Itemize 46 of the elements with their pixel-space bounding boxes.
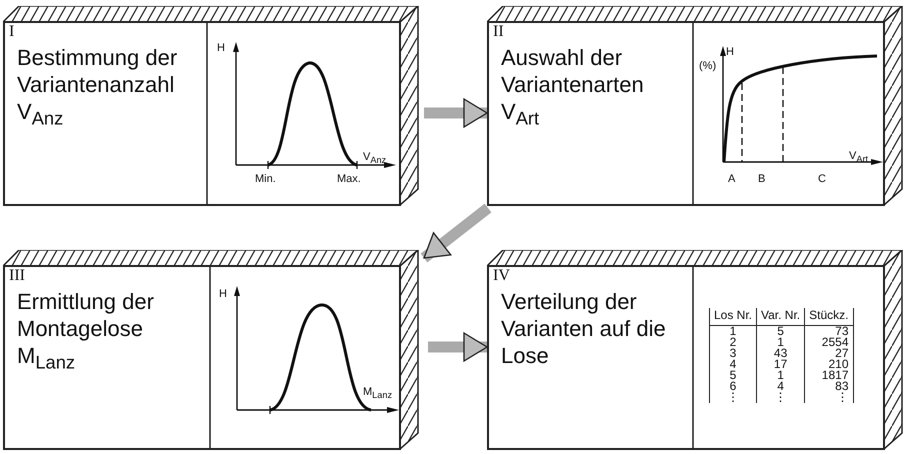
block-arrow bbox=[420, 204, 492, 262]
table-cell: ⋮ bbox=[710, 392, 757, 403]
segment-label: B bbox=[758, 173, 766, 186]
table-cell: 4 bbox=[756, 381, 805, 392]
axis-label: Max. bbox=[337, 173, 361, 186]
axis-label: H bbox=[217, 42, 225, 55]
table-cell: 83 bbox=[804, 381, 853, 392]
table-cell: 5 bbox=[710, 370, 757, 381]
table-cell: 3 bbox=[710, 348, 757, 359]
step-number: IV bbox=[493, 267, 510, 285]
step-title: Auswahl der Variantenarten V$_{Art}$ bbox=[501, 44, 645, 130]
table-cell: 1 bbox=[756, 370, 805, 381]
table-cell: 1817 bbox=[804, 370, 853, 381]
table-cell: 43 bbox=[756, 348, 805, 359]
step-title: Ermittlung der Montagelose M$_{Lanz}$ bbox=[17, 288, 155, 374]
column-header: Los Nr. bbox=[710, 308, 757, 326]
step-title: Verteilung der Varianten auf die Lose bbox=[501, 288, 667, 369]
table-cell: 2554 bbox=[804, 337, 853, 348]
table-cell: 1 bbox=[710, 326, 757, 337]
column-header: Stückz. bbox=[804, 308, 853, 326]
table-cell: 6 bbox=[710, 381, 757, 392]
table-cell: 27 bbox=[804, 348, 853, 359]
column-header: Var. Nr. bbox=[756, 308, 805, 326]
axis-label: H bbox=[219, 288, 227, 301]
table-cell: ⋮ bbox=[756, 392, 805, 403]
block-arrow bbox=[424, 98, 488, 128]
step-number: II bbox=[493, 23, 504, 41]
step-number: I bbox=[9, 23, 14, 41]
table-cell: 4 bbox=[710, 359, 757, 370]
block-arrow bbox=[428, 332, 488, 362]
table-cell: 1 bbox=[756, 337, 805, 348]
step-number: III bbox=[9, 267, 25, 285]
table-cell: 17 bbox=[756, 359, 805, 370]
table-cell: 73 bbox=[804, 326, 853, 337]
table-cell: ⋮ bbox=[804, 392, 853, 403]
table-cell: 5 bbox=[756, 326, 805, 337]
axis-label: Min. bbox=[255, 173, 276, 186]
table-cell: 210 bbox=[804, 359, 853, 370]
table-cell: 2 bbox=[710, 337, 757, 348]
axis-label: V$_{Anz}$ bbox=[363, 151, 386, 168]
segment-label: C bbox=[818, 173, 826, 186]
unit-label: (%) bbox=[699, 60, 716, 73]
axis-label: M$_{Lanz}$ bbox=[363, 386, 392, 402]
axis-label: H bbox=[726, 46, 734, 59]
step-title: Bestimmung der Variantenanzahl V$_{Anz}$ bbox=[17, 44, 178, 130]
segment-label: A bbox=[728, 173, 736, 186]
